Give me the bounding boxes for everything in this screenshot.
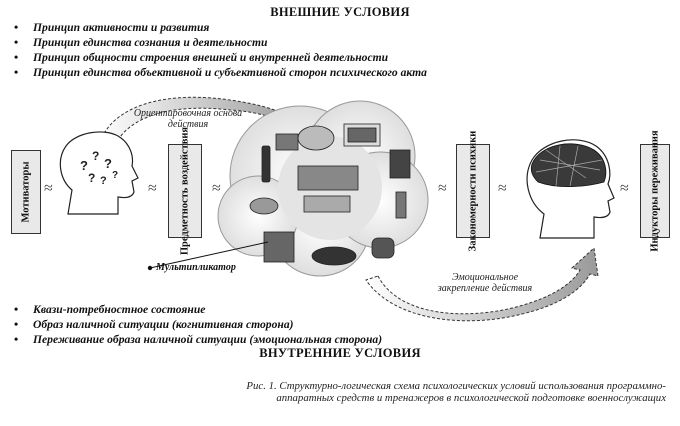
- approx-sign: ≈: [438, 180, 447, 197]
- bullet-icon: •: [14, 317, 19, 331]
- multiplier-pointer: [147, 241, 269, 271]
- bullet-icon: •: [14, 20, 19, 34]
- svg-text:?: ?: [92, 149, 99, 163]
- internal-conditions-title: ВНУТРЕННИЕ УСЛОВИЯ: [259, 346, 421, 360]
- gamepad-icon: [311, 246, 357, 266]
- external-conditions-title: ВНЕШНИЕ УСЛОВИЯ: [270, 5, 410, 19]
- list-item: •Принцип единства объективной и субъекти…: [14, 65, 427, 79]
- list-item: •Принцип единства сознания и деятельност…: [14, 35, 268, 49]
- bullet-icon: •: [14, 35, 19, 49]
- list-item: •Принцип активности и развития: [14, 20, 210, 34]
- printer-icon: [263, 231, 295, 263]
- list-item: •Квази-потребностное состояние: [14, 302, 206, 316]
- svg-text:?: ?: [80, 158, 88, 173]
- list-item: •Принцип общности строения внешней и вну…: [14, 50, 389, 64]
- figure-caption: Рис. 1. Структурно-логическая схема псих…: [246, 380, 666, 404]
- svg-text:?: ?: [100, 175, 107, 187]
- emotional-consolidation-label: Эмоциональное закрепление действия: [437, 272, 533, 294]
- bullet-icon: •: [14, 50, 19, 64]
- approx-sign: ≈: [148, 180, 157, 197]
- orienting-basis-label: Ориентировочная основа действия: [133, 108, 243, 130]
- objectness-box: Предметность воздействия: [168, 127, 202, 255]
- list-item: •Образ наличной ситуации (когнитивная ст…: [14, 317, 294, 331]
- psyche-laws-box: Закономерности психики: [456, 131, 490, 251]
- internal-conditions-list: •Квази-потребностное состояние •Образ на…: [0, 302, 382, 347]
- approx-sign: ≈: [212, 180, 221, 197]
- list-item: •Переживание образа наличной ситуации (э…: [14, 332, 383, 346]
- classroom-icon: [297, 165, 359, 191]
- controller-icon: [371, 237, 395, 259]
- device-icon: [261, 145, 271, 183]
- emotional-arrow: [365, 246, 599, 322]
- joystick-icon: [395, 191, 407, 219]
- experience-inductors-box: Индукторы переживания: [640, 130, 670, 252]
- svg-text:?: ?: [88, 171, 95, 185]
- external-conditions-list: •Принцип активности и развития •Принцип …: [0, 20, 427, 80]
- motivators-box: Мотиваторы: [11, 150, 41, 234]
- monitor-icon: [275, 133, 299, 151]
- approx-sign: ≈: [44, 180, 53, 197]
- orienting-arrow: [97, 96, 301, 148]
- svg-text:?: ?: [112, 170, 118, 181]
- svg-text:?: ?: [104, 156, 112, 171]
- bullet-icon: •: [14, 332, 19, 346]
- bullet-icon: •: [14, 302, 19, 316]
- tablet-icon: [389, 149, 411, 179]
- bullet-icon: •: [14, 65, 19, 79]
- multiplier-label: Мультипликатор: [156, 262, 236, 273]
- approx-sign: ≈: [620, 180, 629, 197]
- questioning-head-icon: ? ? ? ? ? ?: [59, 131, 139, 215]
- approx-sign: ≈: [498, 180, 507, 197]
- mouse-icon: [249, 197, 279, 215]
- brain-head-icon: [526, 139, 615, 239]
- hardware-icons: [249, 123, 411, 266]
- headset-icon: [297, 125, 335, 151]
